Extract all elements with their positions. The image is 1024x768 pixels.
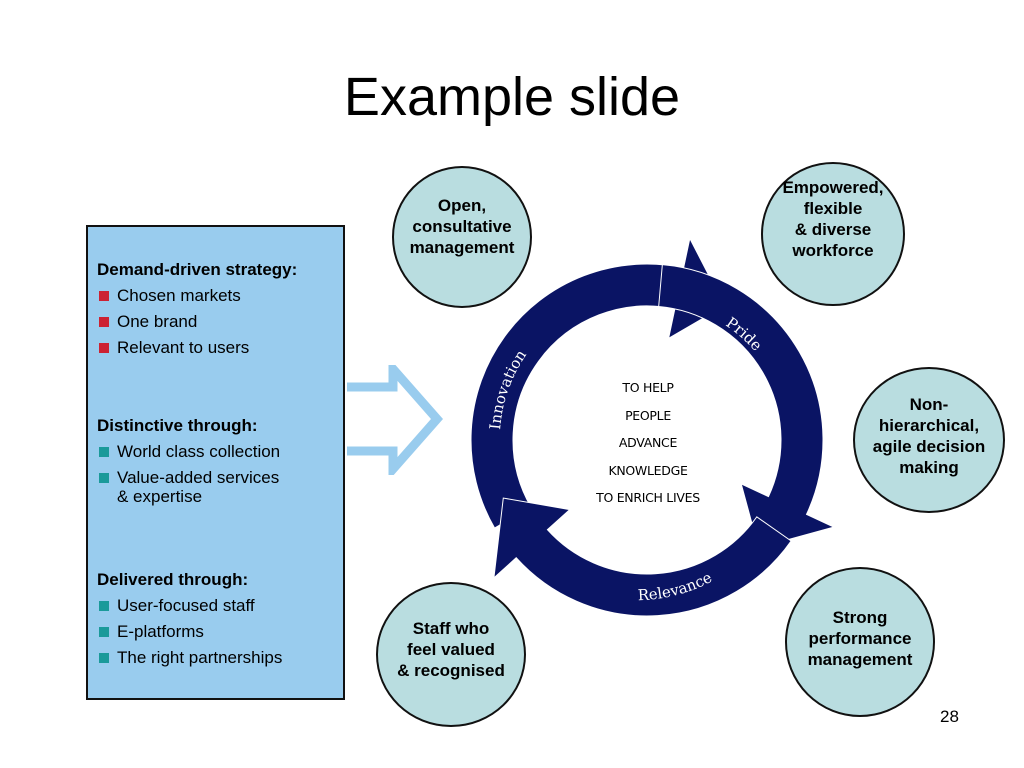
strategy-panel: Demand-driven strategy: Chosen markets O… — [86, 225, 345, 700]
list-item-text: One brand — [117, 312, 198, 331]
bullet-square-icon — [99, 317, 109, 327]
bubble-text: Strong performance management — [807, 607, 913, 669]
cycle-arrow-innovation — [470, 237, 726, 529]
bullet-square-icon — [99, 627, 109, 637]
section-heading: Demand-driven strategy: — [97, 260, 298, 279]
section-heading: Distinctive through: — [97, 416, 258, 435]
list-item-text: E-platforms — [117, 622, 204, 641]
list-item-text: World class collection — [117, 442, 281, 461]
list-item: Chosen markets — [97, 283, 297, 309]
page-number: 28 — [940, 707, 959, 726]
mission-line: TO HELP — [622, 380, 674, 395]
list-item: World class collection — [97, 439, 280, 465]
mission-statement: TO HELP PEOPLE ADVANCE KNOWLEDGE TO ENRI… — [548, 374, 748, 512]
bubble-empowered-workforce: Empowered, flexible & diverse workforce — [761, 162, 905, 306]
bubble-non-hierarchical: Non- hierarchical, agile decision making — [853, 367, 1005, 513]
list-item: Relevant to users — [97, 335, 297, 361]
list-item-text: Chosen markets — [117, 286, 241, 305]
bubble-text: Open, consultative management — [409, 195, 515, 257]
bullet-square-icon — [99, 653, 109, 663]
cycle-ring — [470, 237, 836, 617]
bubble-staff-valued: Staff who feel valued & recognised — [376, 582, 526, 727]
list-item: One brand — [97, 309, 297, 335]
list-item-text: User-focused staff — [117, 596, 255, 615]
bullet-square-icon — [99, 447, 109, 457]
mission-line: PEOPLE — [625, 407, 671, 423]
list-item: User-focused staff — [97, 593, 282, 619]
list-item: Value-added services & expertise — [97, 465, 280, 507]
section-distinctive: Distinctive through: World class collect… — [97, 413, 280, 507]
bullet-square-icon — [99, 473, 109, 483]
cycle-arrow-pride — [658, 264, 836, 549]
bullet-square-icon — [99, 601, 109, 611]
list-item: The right partnerships — [97, 645, 282, 671]
list-item-text: Relevant to users — [117, 338, 250, 357]
list-item-continuation: & expertise — [117, 487, 203, 506]
bubble-open-consultative: Open, consultative management — [392, 166, 532, 308]
list-item-text: The right partnerships — [117, 648, 283, 667]
section-heading: Delivered through: — [97, 570, 249, 589]
mission-line: ADVANCE — [618, 435, 678, 450]
mission-line: KNOWLEDGE — [608, 462, 688, 478]
bubble-text: Staff who feel valued & recognised — [397, 619, 505, 680]
list-item-text: Value-added services — [117, 468, 280, 487]
cycle-arrow-relevance — [493, 497, 792, 617]
section-delivered: Delivered through: User-focused staff E-… — [97, 567, 282, 671]
slide-title: Example slide — [343, 67, 681, 127]
bubble-strong-performance: Strong performance management — [785, 567, 935, 717]
bubble-text: Empowered, flexible & diverse workforce — [782, 178, 884, 260]
mission-line: TO ENRICH LIVES — [596, 490, 700, 505]
section-demand-driven: Demand-driven strategy: Chosen markets O… — [97, 257, 297, 361]
right-arrow-icon — [347, 365, 443, 475]
bubble-text: Non- hierarchical, agile decision making — [872, 395, 986, 477]
bullet-square-icon — [99, 291, 109, 301]
bullet-square-icon — [99, 343, 109, 353]
list-item: E-platforms — [97, 619, 282, 645]
